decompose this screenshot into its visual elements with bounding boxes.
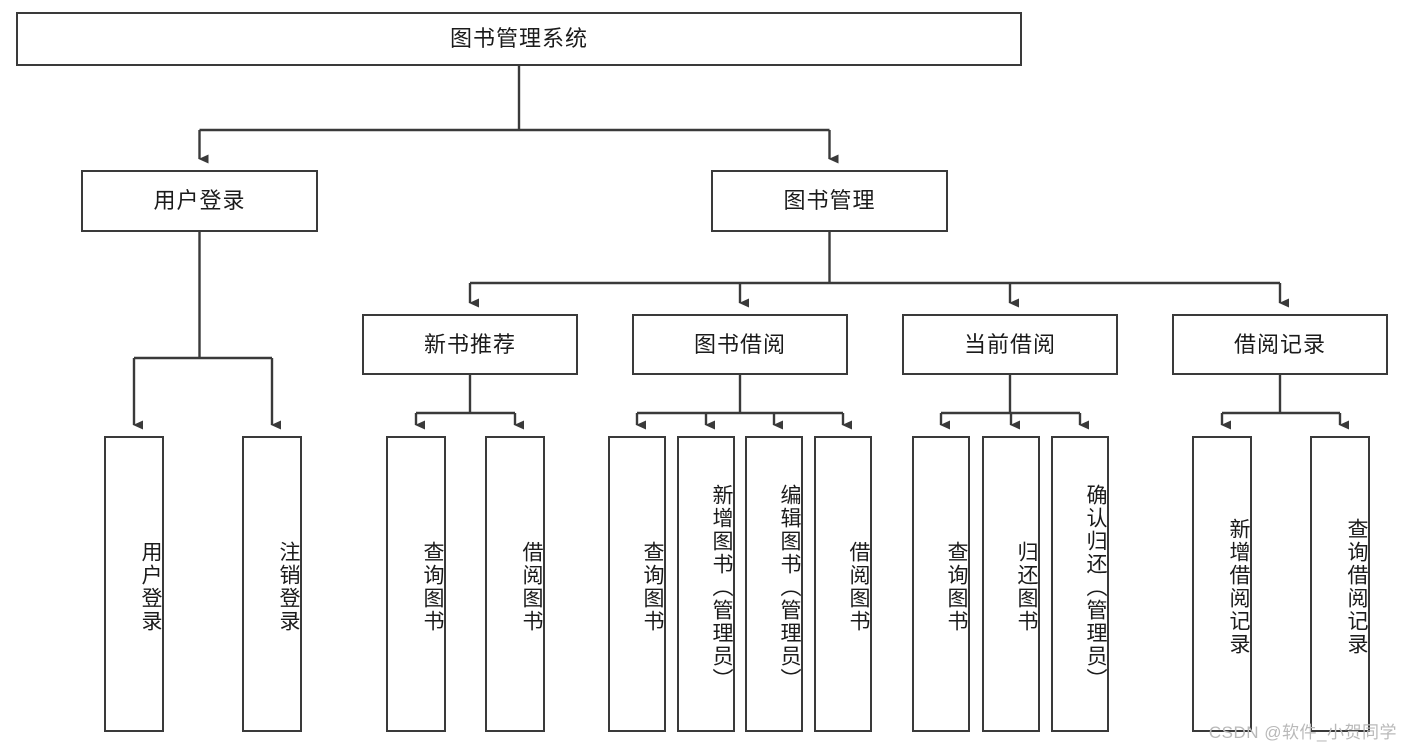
- csdn-watermark: CSDN @软件_小贺同学: [1208, 723, 1397, 742]
- leaf-borrow-book[interactable]: 借阅图书: [814, 436, 872, 732]
- node-label: 新增借阅记录: [1227, 518, 1250, 656]
- node-label: 编辑图书（管理员）: [778, 483, 801, 691]
- node-new-book-recommend[interactable]: 新书推荐: [362, 314, 578, 375]
- node-label: 当前借阅: [963, 331, 1056, 357]
- node-user-login[interactable]: 用户登录: [81, 170, 318, 232]
- node-label: 新书推荐: [423, 331, 516, 357]
- node-label: 注销登录: [277, 541, 300, 633]
- node-label: 图书管理系统: [449, 26, 588, 52]
- node-label: 用户登录: [139, 541, 162, 633]
- node-label: 归还图书: [1015, 541, 1038, 633]
- node-label: 查询图书: [641, 541, 664, 633]
- node-label: 借阅图书: [520, 541, 543, 633]
- leaf-add-book[interactable]: 新增图书（管理员）: [677, 436, 735, 732]
- leaf-user-login[interactable]: 用户登录: [104, 436, 164, 732]
- node-label: 用户登录: [153, 188, 246, 214]
- node-label: 查询图书: [945, 541, 968, 633]
- leaf-query-book-current[interactable]: 查询图书: [912, 436, 970, 732]
- node-label: 图书管理: [783, 188, 876, 214]
- node-book-manage[interactable]: 图书管理: [711, 170, 948, 232]
- leaf-borrow-book-recommend[interactable]: 借阅图书: [485, 436, 545, 732]
- node-root[interactable]: 图书管理系统: [16, 12, 1022, 66]
- leaf-edit-book[interactable]: 编辑图书（管理员）: [745, 436, 803, 732]
- leaf-add-borrow-record[interactable]: 新增借阅记录: [1192, 436, 1252, 732]
- leaf-logout[interactable]: 注销登录: [242, 436, 302, 732]
- node-current-borrow[interactable]: 当前借阅: [902, 314, 1118, 375]
- node-borrow-record[interactable]: 借阅记录: [1172, 314, 1388, 375]
- node-label: 新增图书（管理员）: [710, 483, 733, 691]
- leaf-query-book-recommend[interactable]: 查询图书: [386, 436, 446, 732]
- node-label: 借阅记录: [1233, 331, 1326, 357]
- node-book-borrow[interactable]: 图书借阅: [632, 314, 848, 375]
- leaf-return-book[interactable]: 归还图书: [982, 436, 1040, 732]
- node-label: 查询图书: [421, 541, 444, 633]
- leaf-query-borrow-record[interactable]: 查询借阅记录: [1310, 436, 1370, 732]
- node-label: 图书借阅: [693, 331, 786, 357]
- leaf-confirm-return[interactable]: 确认归还（管理员）: [1051, 436, 1109, 732]
- node-label: 查询借阅记录: [1345, 518, 1368, 656]
- node-label: 确认归还（管理员）: [1084, 483, 1107, 691]
- node-label: 借阅图书: [847, 541, 870, 633]
- leaf-query-book-borrow[interactable]: 查询图书: [608, 436, 666, 732]
